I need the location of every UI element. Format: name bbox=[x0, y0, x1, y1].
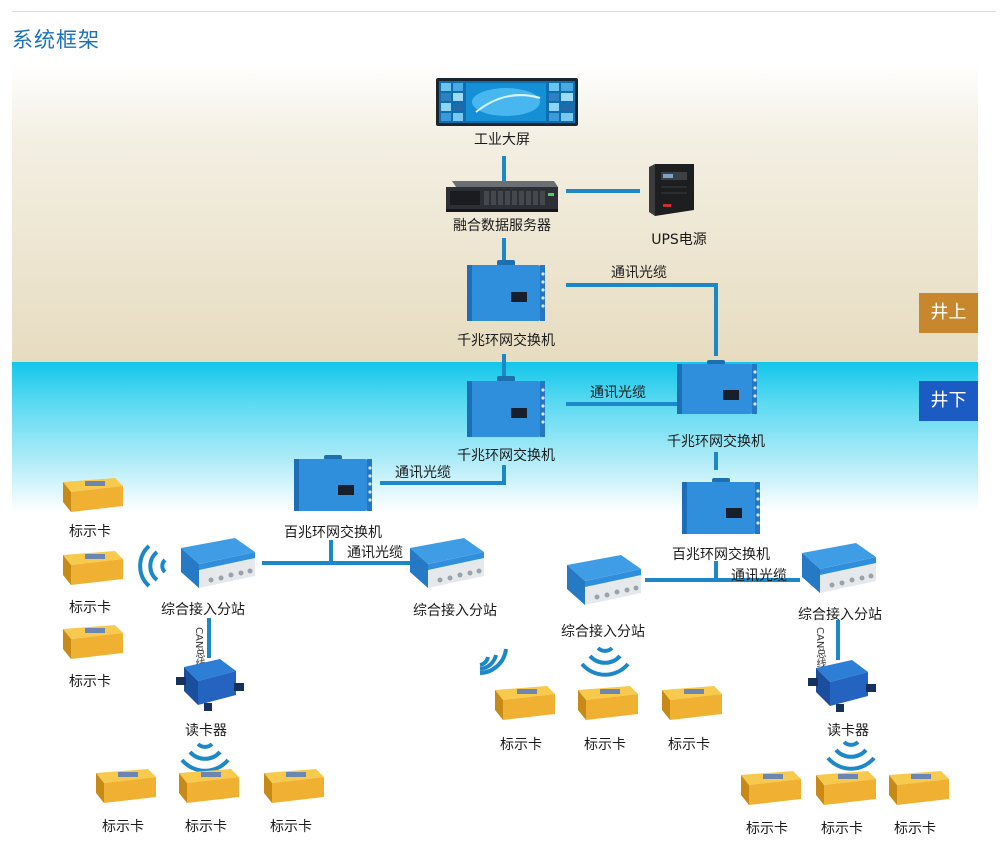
gigabit-switch-2-image bbox=[467, 376, 545, 437]
hundred-switch-right-label: 百兆环网交换机 bbox=[672, 547, 770, 563]
link-switch3-hswitch-r bbox=[714, 452, 718, 470]
tag-mid-3-image bbox=[662, 686, 722, 720]
tag-br-1-image bbox=[741, 771, 801, 805]
wireless-c-icon bbox=[580, 646, 630, 677]
tag-left-2-label: 标示卡 bbox=[69, 600, 111, 616]
substation-a-image bbox=[181, 538, 255, 588]
hundred-switch-left-image bbox=[294, 455, 372, 511]
top-divider bbox=[12, 11, 996, 12]
tag-bl-3-image bbox=[264, 769, 324, 803]
tag-br-2-image bbox=[816, 771, 876, 805]
gigabit-switch-2-label: 千兆环网交换机 bbox=[457, 448, 555, 464]
card-reader-right-label: 读卡器 bbox=[827, 723, 869, 739]
can-bus-label-right: CAN总线 bbox=[814, 627, 825, 669]
tag-bl-3-label: 标示卡 bbox=[270, 819, 312, 835]
hundred-switch-right-image bbox=[682, 478, 760, 534]
tag-left-1-image bbox=[63, 478, 123, 512]
link-can-left bbox=[207, 618, 211, 658]
zone-badge-below: 井下 bbox=[919, 381, 978, 421]
screen-label: 工业大屏 bbox=[474, 132, 530, 148]
link-fiber-top-v bbox=[714, 283, 718, 356]
link-server-switch1 bbox=[502, 238, 506, 263]
link-hswitch-r-down bbox=[714, 561, 718, 580]
tag-left-2-image bbox=[63, 551, 123, 585]
tag-mid-1-image bbox=[495, 686, 555, 720]
link-switch2-hswitch-l-h bbox=[380, 481, 506, 485]
hundred-switch-left-label: 百兆环网交换机 bbox=[284, 525, 382, 541]
link-switch2-switch3 bbox=[566, 402, 678, 406]
tag-br-1-label: 标示卡 bbox=[746, 821, 788, 837]
server-label: 融合数据服务器 bbox=[453, 218, 551, 234]
fiber-label-1: 通讯光缆 bbox=[611, 265, 667, 281]
tag-bl-2-image bbox=[179, 769, 239, 803]
tag-left-3-image bbox=[63, 625, 123, 659]
link-fiber-top-h bbox=[566, 283, 718, 287]
fiber-label-3: 通讯光缆 bbox=[395, 465, 451, 481]
tag-mid-3-label: 标示卡 bbox=[668, 737, 710, 753]
server-image bbox=[446, 181, 558, 212]
can-bus-label-left: CAN总线 bbox=[193, 627, 204, 669]
substation-d-label: 综合接入分站 bbox=[798, 607, 882, 623]
link-right-substations bbox=[645, 578, 800, 582]
card-reader-left-image bbox=[176, 659, 244, 711]
ups-image bbox=[649, 164, 694, 216]
link-server-ups bbox=[566, 189, 640, 193]
link-can-right bbox=[836, 620, 840, 660]
substation-b-image bbox=[410, 538, 484, 588]
tag-br-3-image bbox=[889, 771, 949, 805]
fiber-label-4: 通讯光缆 bbox=[347, 545, 403, 561]
substation-c-label: 综合接入分站 bbox=[561, 624, 645, 640]
wireless-b-icon bbox=[479, 648, 508, 675]
tag-bl-1-label: 标示卡 bbox=[102, 819, 144, 835]
substation-d-image bbox=[802, 543, 876, 593]
tag-mid-2-label: 标示卡 bbox=[584, 737, 626, 753]
substation-b-label: 综合接入分站 bbox=[413, 603, 497, 619]
tag-left-1-label: 标示卡 bbox=[69, 524, 111, 540]
zone-badge-above: 井上 bbox=[919, 293, 978, 333]
substation-a-label: 综合接入分站 bbox=[161, 602, 245, 618]
wireless-left-icon bbox=[138, 544, 167, 588]
card-reader-right-image bbox=[808, 660, 876, 712]
gigabit-switch-1-label: 千兆环网交换机 bbox=[457, 333, 555, 349]
link-left-substations bbox=[262, 561, 412, 565]
wireless-reader-right-icon bbox=[826, 740, 876, 771]
page-title: 系统框架 bbox=[12, 28, 100, 52]
ups-label: UPS电源 bbox=[651, 232, 707, 248]
fiber-label-5: 通讯光缆 bbox=[731, 568, 787, 584]
industrial-screen-image bbox=[436, 78, 578, 126]
fiber-label-2: 通讯光缆 bbox=[590, 385, 646, 401]
tag-bl-1-image bbox=[96, 769, 156, 803]
gigabit-switch-3-label: 千兆环网交换机 bbox=[667, 434, 765, 450]
tag-br-2-label: 标示卡 bbox=[821, 821, 863, 837]
link-screen-server bbox=[502, 156, 506, 188]
card-reader-left-label: 读卡器 bbox=[185, 723, 227, 739]
tag-mid-1-label: 标示卡 bbox=[500, 737, 542, 753]
tag-br-3-label: 标示卡 bbox=[894, 821, 936, 837]
link-switch2-hswitch-l-v bbox=[502, 465, 506, 485]
substation-c-image bbox=[567, 555, 641, 605]
gigabit-switch-1-image bbox=[467, 260, 545, 321]
tag-left-3-label: 标示卡 bbox=[69, 674, 111, 690]
link-switch1-switch2 bbox=[502, 354, 506, 378]
link-hswitch-l-down bbox=[329, 540, 333, 563]
wireless-reader-left-icon bbox=[180, 742, 230, 773]
tag-mid-2-image bbox=[578, 686, 638, 720]
tag-bl-2-label: 标示卡 bbox=[185, 819, 227, 835]
gigabit-switch-3-image bbox=[677, 360, 757, 414]
